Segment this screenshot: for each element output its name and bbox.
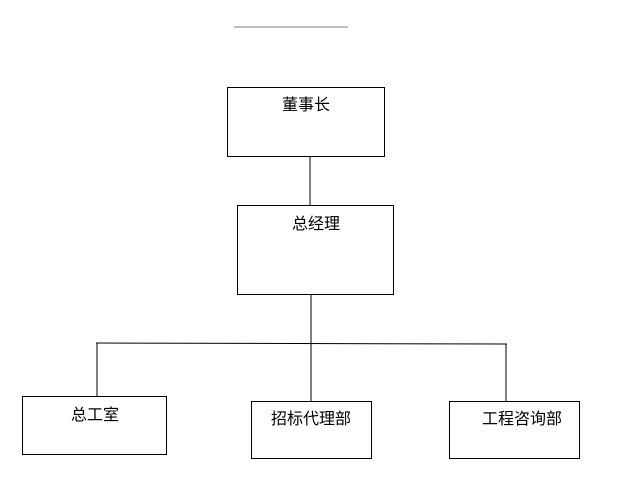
node-engineering-consulting-dept-box — [449, 401, 580, 459]
node-general-manager-label: 总经理 — [292, 214, 340, 233]
node-bidding-agency-dept-box — [251, 401, 372, 459]
connector-horizontal-bus — [95, 342, 508, 345]
node-bidding-agency-dept-label: 招标代理部 — [271, 409, 351, 428]
node-general-manager: 总经理 — [237, 205, 394, 295]
node-engineering-consulting-dept: 工程咨询部 — [449, 401, 580, 459]
node-chief-engineer-office: 总工室 — [22, 396, 167, 455]
node-chief-engineer-office-box — [22, 396, 167, 455]
node-bidding-agency-dept: 招标代理部 — [251, 401, 372, 459]
node-chief-engineer-office-label: 总工室 — [71, 405, 119, 424]
node-chairman: 董事长 — [227, 87, 385, 157]
node-chairman-box — [227, 87, 385, 157]
node-chairman-label: 董事长 — [282, 95, 330, 114]
node-engineering-consulting-dept-label: 工程咨询部 — [482, 409, 562, 428]
node-general-manager-box — [237, 205, 394, 295]
